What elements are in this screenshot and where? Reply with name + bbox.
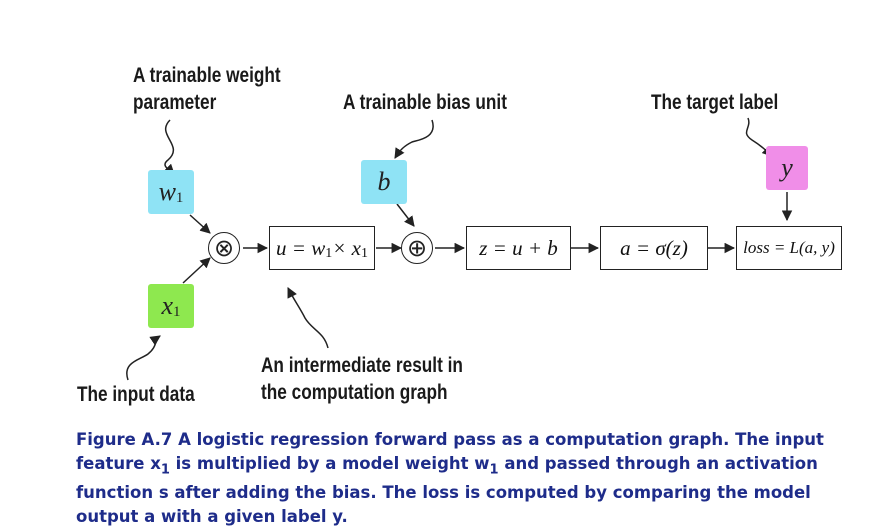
- multiply-operator: ⊗: [208, 232, 240, 264]
- add-symbol: ⊕: [406, 234, 428, 262]
- loss-expr: loss = L(a, y): [743, 238, 835, 257]
- u-w-subscript: 1: [325, 246, 333, 261]
- caption-part3: is multiplied by a model weight w: [169, 453, 490, 473]
- weight-subscript: 1: [175, 189, 184, 206]
- weight-annotation: A trainable weight parameter: [133, 62, 281, 116]
- input-symbol: x: [161, 291, 174, 320]
- weight-annotation-line2: parameter: [133, 91, 217, 114]
- a-expr: a = σ(z): [620, 235, 688, 260]
- loss-box: loss = L(a, y): [736, 226, 842, 270]
- bias-annotation: A trainable bias unit: [343, 89, 507, 116]
- input-annotation-text: The input data: [77, 383, 195, 406]
- input-annotation-arrow: [126, 335, 161, 381]
- weight-annotation-arrow: [163, 119, 175, 175]
- bias-annotation-arrow: [394, 119, 434, 159]
- target-annotation: The target label: [651, 89, 778, 116]
- intermediate-annotation-arrow: [287, 287, 329, 349]
- b-to-add-arrow: [396, 203, 415, 227]
- z-expr: z = u + b: [479, 235, 558, 260]
- a-box: a = σ(z): [600, 226, 708, 270]
- u-expr-left: u = w: [276, 235, 326, 260]
- input-subscript: 1: [173, 303, 181, 320]
- bias-symbol: b: [377, 167, 391, 196]
- w-to-mult-arrow: [189, 214, 211, 234]
- intermediate-annotation-line2: the computation graph: [261, 381, 448, 404]
- caption-sub2: 1: [489, 461, 499, 477]
- z-box: z = u + b: [466, 226, 571, 270]
- multiply-symbol: ⊗: [213, 234, 235, 262]
- weight-annotation-line1: A trainable weight: [133, 64, 281, 87]
- caption-part5: and passed through an activation functio…: [76, 453, 818, 526]
- target-node: y: [766, 146, 808, 190]
- weight-symbol: w: [158, 177, 176, 206]
- target-symbol: y: [781, 153, 793, 182]
- bias-node: b: [361, 160, 407, 204]
- x-to-mult-arrow: [182, 257, 211, 284]
- bias-annotation-text: A trainable bias unit: [343, 91, 507, 114]
- target-annotation-text: The target label: [651, 91, 779, 114]
- input-annotation: The input data: [77, 381, 195, 408]
- u-expr-mid: × x: [332, 235, 361, 260]
- u-x-subscript: 1: [360, 246, 368, 261]
- figure-caption: Figure A.7 A logistic regression forward…: [76, 428, 876, 528]
- caption-part1: Figure A.7 A logistic regression forward…: [76, 430, 824, 473]
- intermediate-annotation-line1: An intermediate result in: [261, 354, 463, 377]
- add-operator: ⊕: [401, 232, 433, 264]
- intermediate-annotation: An intermediate result in the computatio…: [261, 352, 463, 406]
- caption-sub1: 1: [160, 461, 170, 477]
